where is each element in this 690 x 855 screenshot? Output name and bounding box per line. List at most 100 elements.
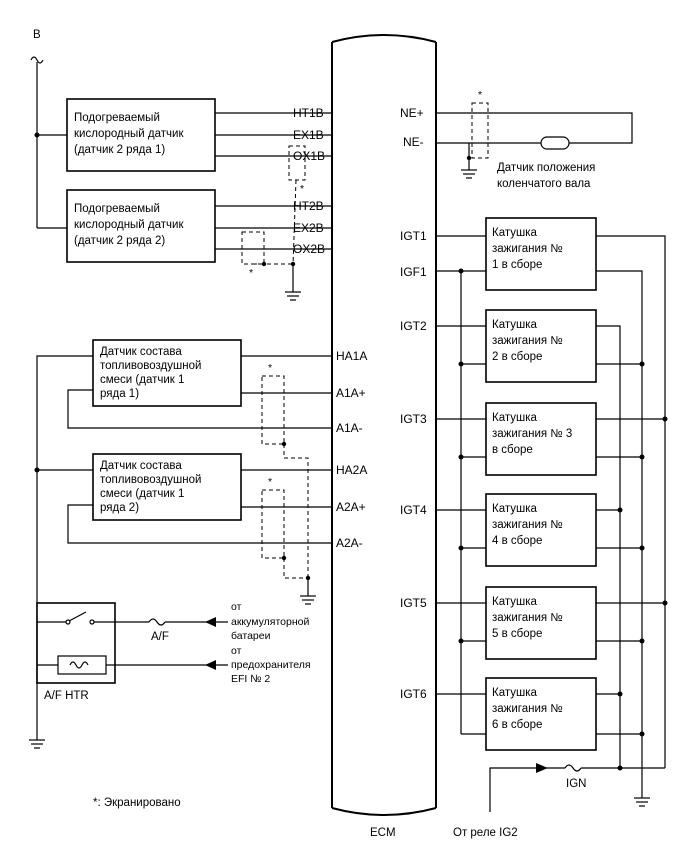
coil-4-line1: Катушка	[492, 503, 537, 515]
coil-6-line1: Катушка	[492, 687, 537, 699]
shield-mark: *	[268, 362, 272, 374]
pin-ha1a: HA1A	[336, 349, 367, 363]
src-efi-2: предохранителя	[231, 659, 311, 671]
ho2-b2-line1: Подогреваемый	[74, 203, 160, 215]
relay-label: A/F HTR	[44, 690, 89, 702]
ignition-coil-1	[485, 217, 597, 291]
ho2-b2-line3: (датчик 2 ряда 2)	[74, 235, 165, 247]
ecm-label: ECM	[370, 827, 396, 839]
pin-a1a-plus: A1A+	[336, 386, 366, 400]
af-sensor-bank1: Датчик состава топливовоздушной смеси (д…	[67, 339, 367, 578]
coil-3-line2: зажигания № 3	[492, 428, 572, 440]
af-b1-line3: смеси (датчик 1	[100, 374, 184, 386]
ignition-coil-4	[485, 493, 597, 567]
crank-sensor-coil	[540, 136, 570, 150]
junction-dot	[639, 638, 645, 644]
coil-1-line2: зажигания №	[492, 243, 563, 255]
junction-dot	[466, 155, 472, 161]
pin-ht2b: HT2B	[293, 199, 324, 213]
coil-3-line3: в сборе	[492, 444, 533, 456]
arrow-icon	[536, 763, 548, 773]
pin-ne-minus: NE-	[403, 135, 424, 149]
ho2-b1-line2: кислородный датчик	[74, 128, 184, 140]
ign-fuse	[564, 764, 582, 772]
pin-igt1: IGT1	[400, 229, 427, 243]
ho2-b2-line2: кислородный датчик	[74, 219, 184, 231]
src-efi-1: от	[231, 645, 242, 657]
ignition-coil-3	[485, 402, 597, 476]
junction-dot	[662, 416, 668, 422]
af-b2-line1: Датчик состава	[100, 460, 182, 472]
crank-sensor: NE+ NE- * Датчик положения коленчатого в…	[400, 89, 633, 190]
crank-label-2: коленчатого вала	[497, 178, 591, 190]
af-sensor-bank2: Датчик состава топливовоздушной смеси (д…	[67, 453, 367, 605]
coil-2-line2: зажигания №	[492, 335, 563, 347]
junction-dot	[639, 454, 645, 460]
af-htr-relay	[36, 602, 116, 684]
af-b1-line2: топливовоздушной	[100, 360, 201, 372]
ignition-system: Катушка зажигания № 1 в сборе IGT1 Катуш…	[400, 217, 668, 839]
af-b2-line3: смеси (датчик 1	[100, 488, 184, 500]
pin-igt4: IGT4	[400, 503, 427, 517]
supply-b: B	[30, 29, 67, 229]
coil-5-line1: Катушка	[492, 596, 537, 608]
arrow-icon	[205, 617, 216, 627]
pin-ex1b: EX1B	[293, 128, 324, 142]
af-b1-line1: Датчик состава	[100, 346, 182, 358]
pin-ex2b: EX2B	[293, 221, 324, 235]
ho2-sensor-bank1: Подогреваемый кислородный датчик (датчик…	[66, 98, 332, 266]
junction-dot	[639, 361, 645, 367]
junction-dot	[617, 507, 623, 513]
pin-ox1b: OX1B	[293, 149, 325, 163]
ho2-sensor-bank2: Подогреваемый кислородный датчик (датчик…	[66, 189, 332, 301]
pin-ha2a: HA2A	[336, 463, 367, 477]
shield-mark: *	[268, 476, 272, 488]
ho2-b1-line1: Подогреваемый	[74, 112, 160, 124]
ho2-b1-line3: (датчик 2 ряда 1)	[74, 144, 165, 156]
src-battery-3: батареи	[231, 630, 271, 642]
coil-4-line2: зажигания №	[492, 519, 563, 531]
af-b2-line4: ряда 2)	[100, 502, 139, 514]
ecm-block: ECM	[331, 34, 437, 839]
pin-igt5: IGT5	[400, 596, 427, 610]
pin-a2a-plus: A2A+	[336, 500, 366, 514]
pin-ht1b: HT1B	[293, 106, 324, 120]
coil-6-line2: зажигания №	[492, 703, 563, 715]
pin-a2a-minus: A2A-	[336, 536, 363, 550]
coil-1-line1: Катушка	[492, 227, 537, 239]
pin-igt3: IGT3	[400, 412, 427, 426]
coil-5-line2: зажигания №	[492, 612, 563, 624]
pin-igt6: IGT6	[400, 687, 427, 701]
coil-2-line3: 2 в сборе	[492, 351, 542, 363]
junction-dot	[261, 261, 267, 267]
shield-mark: *	[300, 183, 304, 195]
ign-fuse-label: IGN	[566, 778, 586, 790]
pin-igf1: IGF1	[400, 265, 427, 279]
af-heater-supply: A/F A/F HTR от аккумуляторной батареи от…	[29, 355, 311, 749]
af-fuse-label: A/F	[151, 631, 169, 643]
junction-dot	[458, 268, 464, 274]
junction-dot	[458, 454, 464, 460]
coil-4-line3: 4 в сборе	[492, 535, 542, 547]
ignition-coil-2	[485, 309, 597, 383]
ig2-relay-label: От реле IG2	[453, 827, 518, 839]
src-efi-3: EFI № 2	[231, 673, 270, 685]
junction-dot	[662, 600, 668, 606]
junction-dot	[458, 361, 464, 367]
junction-dot	[617, 691, 623, 697]
junction-dot	[639, 545, 645, 551]
junction-dot	[458, 638, 464, 644]
pin-ox2b: OX2B	[293, 242, 325, 256]
footnote: *: Экранировано	[93, 797, 181, 809]
ignition-coil-5	[485, 586, 597, 660]
af-b1-line4: ряда 1)	[100, 388, 139, 400]
coil-5-line3: 5 в сборе	[492, 628, 542, 640]
coil-1-line3: 1 в сборе	[492, 259, 542, 271]
coil-6-line3: 6 в сборе	[492, 719, 542, 731]
supply-label: B	[33, 29, 41, 41]
pin-a1a-minus: A1A-	[336, 421, 363, 435]
af-fuse	[148, 618, 166, 626]
shield-mark: *	[249, 267, 253, 279]
